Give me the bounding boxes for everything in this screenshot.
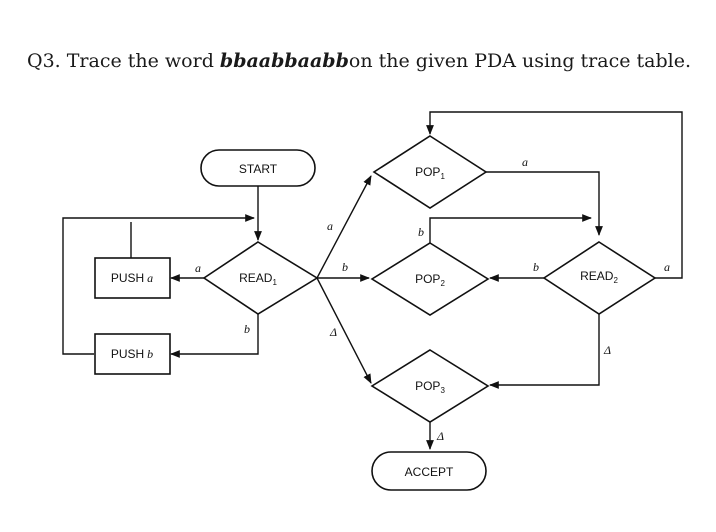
start-label: START [239, 162, 278, 176]
edge-read2-pop3 [489, 314, 600, 389]
edge-read2-pop1 [426, 111, 683, 279]
edge-pop1-read2 [486, 171, 603, 236]
pop1-subscript: 1 [440, 172, 445, 181]
edges [62, 111, 683, 450]
label-read1-pusha: a [195, 261, 201, 275]
label-read1-pop3: Δ [329, 325, 337, 339]
svg-text:POP2: POP2 [415, 272, 445, 288]
question-prefix: Q3. Trace the word [27, 50, 220, 72]
pop2-subscript: 2 [440, 279, 445, 288]
pop2-label: POP [415, 272, 440, 286]
node-pop2: POP2 [370, 242, 490, 316]
pop3-subscript: 3 [440, 386, 445, 395]
question-word: bbaabbaabb [219, 50, 349, 72]
node-start: START [200, 149, 316, 187]
label-read1-pop1: a [327, 219, 333, 233]
edge-labels: a b a b Δ a b b a Δ Δ [195, 155, 670, 443]
node-accept: ACCEPT [371, 451, 487, 491]
label-pop2-read2: b [418, 225, 424, 239]
read1-subscript: 1 [272, 278, 277, 287]
label-read2-pop1: a [664, 260, 670, 274]
node-pop3: POP3 [370, 349, 490, 423]
svg-text:READ2: READ2 [580, 269, 618, 285]
pushb-label: PUSH [111, 347, 144, 361]
question-suffix: on the given PDA using trace table. [348, 50, 691, 72]
label-read1-pop2: b [342, 260, 348, 274]
edge-pushb-loop [62, 214, 255, 355]
svg-text:POP3: POP3 [415, 379, 445, 395]
edge-read1-pop1 [316, 175, 372, 279]
read2-label: READ [580, 269, 614, 283]
label-pop3-accept: Δ [436, 429, 444, 443]
accept-label: ACCEPT [405, 465, 454, 479]
label-pop1-read2: a [522, 155, 528, 169]
edge-read1-pop3 [316, 277, 372, 384]
pusha-symbol: a [147, 271, 153, 285]
question-text: Q3. Trace the word bbaabbaabbon the give… [27, 50, 697, 72]
read1-label: READ [239, 271, 273, 285]
label-read2-pop3: Δ [603, 343, 611, 357]
node-pop1: POP1 [372, 135, 488, 209]
pop1-label: POP [415, 165, 440, 179]
pusha-label: PUSH [111, 271, 144, 285]
svg-text:POP1: POP1 [415, 165, 445, 181]
pop3-label: POP [415, 379, 440, 393]
label-read1-pushb: b [244, 322, 250, 336]
node-read1: READ1 [202, 241, 319, 315]
read2-subscript: 2 [613, 276, 618, 285]
pushb-symbol: b [147, 347, 153, 361]
edge-read1-pushb [170, 313, 259, 358]
label-read2-pop2: b [533, 260, 539, 274]
svg-text:READ1: READ1 [239, 271, 277, 287]
node-read2: READ2 [542, 241, 657, 315]
edge-pop2-read2 [429, 214, 592, 255]
